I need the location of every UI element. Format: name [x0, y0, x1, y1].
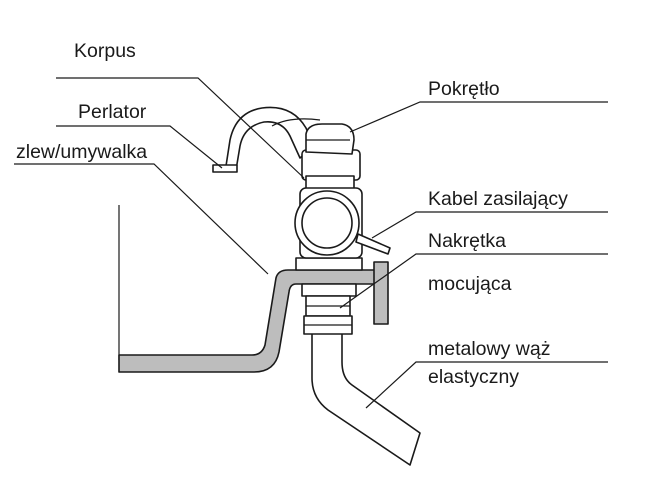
label-nakretka-2: mocująca	[428, 273, 512, 295]
leader-lines	[14, 77, 608, 409]
spout	[213, 106, 315, 171]
label-kabel: Kabel zasilający	[428, 188, 568, 210]
flexible-hose	[311, 331, 421, 466]
washer-top	[301, 283, 357, 297]
label-korpus: Korpus	[74, 40, 136, 62]
leader-kabel	[371, 211, 608, 239]
label-nakretka-1: Nakrętka	[428, 230, 506, 252]
label-waz-2: elastyczny	[428, 366, 519, 388]
mounting-bracket	[373, 261, 389, 325]
leader-waz	[365, 361, 608, 409]
leader-korpus	[56, 77, 305, 179]
label-zlew: zlew/umywalka	[16, 141, 147, 163]
power-cable	[355, 233, 391, 255]
label-perlator: Perlator	[78, 101, 147, 123]
leader-pokretlo	[349, 101, 608, 133]
label-pokretlo: Pokrętło	[428, 78, 500, 100]
labels: Korpus Perlator zlew/umywalka Pokrętło K…	[16, 40, 568, 388]
leader-nakretka	[339, 253, 608, 309]
leader-zlew	[14, 163, 269, 275]
label-waz-1: metalowy wąż	[428, 338, 550, 360]
aerator	[212, 164, 238, 173]
base-plate	[295, 257, 363, 271]
faucet-body	[212, 106, 391, 259]
leader-perlator	[56, 125, 223, 169]
knob	[305, 123, 355, 155]
heater-housing-inner	[301, 197, 353, 249]
hose-body	[311, 331, 421, 466]
mounting-nut-assembly	[295, 257, 389, 335]
